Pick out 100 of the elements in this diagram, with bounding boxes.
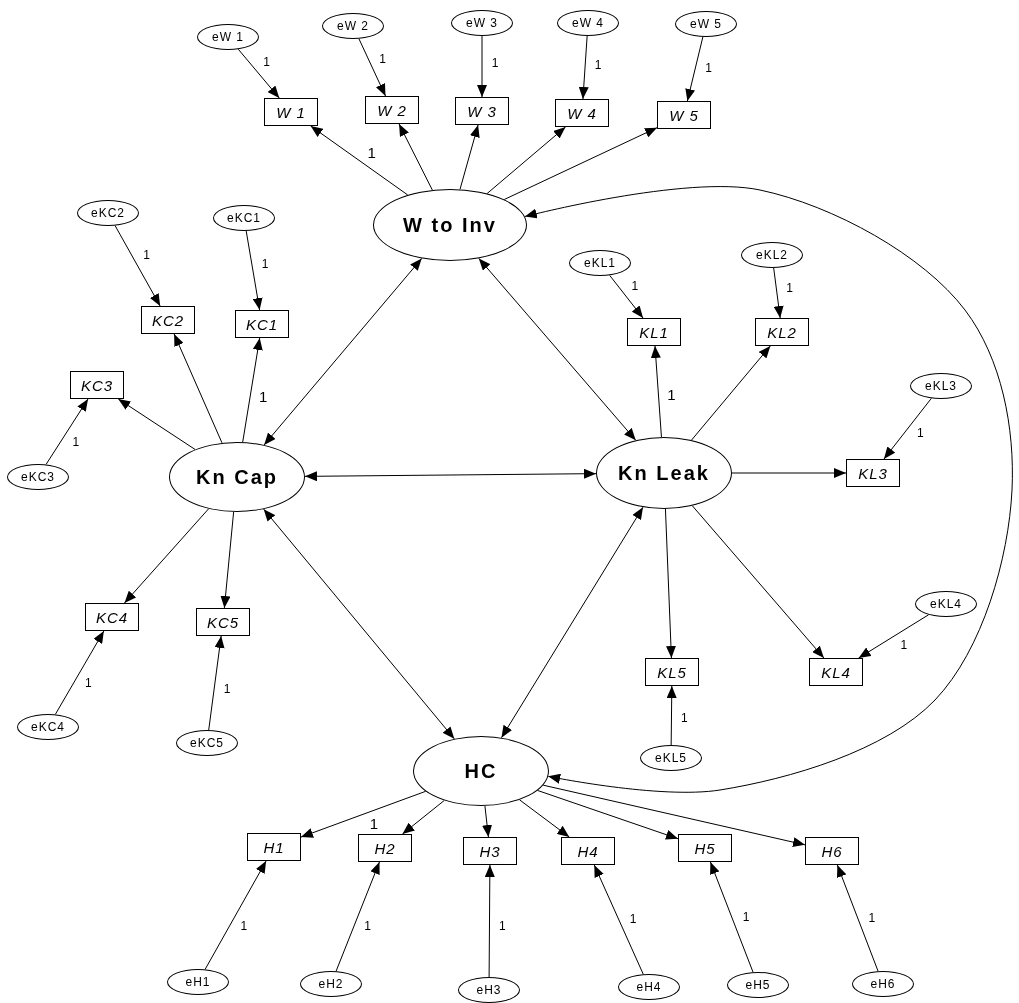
error-term-ellipse: eW 5: [675, 11, 737, 37]
path-arrow: [310, 125, 409, 196]
observed-variable-box: KL5: [645, 658, 699, 686]
error-term-ellipse: eKL3: [910, 373, 972, 399]
path-arrow: [242, 337, 263, 443]
path-arrow: [208, 635, 225, 731]
error-term-ellipse: eKL4: [915, 591, 977, 617]
path-arrow: [609, 274, 644, 319]
path-arrow: [836, 864, 879, 972]
observed-variable-box: W 1: [264, 98, 318, 126]
covariance-arrow: [478, 257, 637, 441]
path-arrow: [858, 614, 930, 659]
observed-variable-box: KC5: [196, 608, 250, 636]
latent-variable-ellipse: W to Inv: [373, 189, 527, 261]
edge-label: 1: [222, 682, 232, 696]
path-arrow: [650, 345, 662, 438]
path-arrow: [503, 127, 658, 200]
observed-variable-box: KC1: [235, 310, 289, 338]
path-arrow: [477, 35, 487, 98]
error-term-ellipse: eH5: [727, 972, 789, 998]
error-term-ellipse: eKL5: [640, 745, 702, 771]
path-arrow: [731, 468, 847, 478]
error-term-ellipse: eH6: [852, 971, 914, 997]
path-arrow: [685, 36, 704, 102]
path-arrow: [578, 35, 589, 100]
edge-label: 1: [84, 676, 93, 690]
path-arrow: [54, 630, 105, 715]
path-arrow: [691, 345, 771, 441]
path-arrow: [124, 508, 210, 604]
error-term-ellipse: eH1: [167, 969, 229, 995]
path-arrow: [114, 225, 161, 307]
observed-variable-box: KC4: [85, 603, 139, 631]
error-term-ellipse: eW 3: [451, 10, 513, 36]
path-arrow: [300, 790, 427, 838]
observed-variable-box: KL3: [846, 459, 900, 487]
error-term-ellipse: eKC2: [77, 200, 139, 226]
covariance-arrow: [263, 508, 455, 740]
observed-variable-box: KL4: [809, 658, 863, 686]
error-term-ellipse: eKC1: [213, 205, 275, 231]
edge-label: 1: [490, 56, 500, 70]
path-arrow: [773, 267, 784, 319]
edge-label: 1: [378, 52, 387, 66]
observed-variable-box: W 5: [657, 101, 711, 129]
observed-variable-box: KL1: [627, 318, 681, 346]
path-arrow: [484, 864, 495, 978]
path-arrow: [117, 398, 196, 450]
path-arrow: [666, 685, 677, 746]
path-arrow: [486, 126, 566, 194]
covariance-arrow: [263, 258, 423, 446]
observed-variable-box: KL2: [755, 318, 809, 346]
path-arrow: [664, 508, 676, 659]
observed-variable-box: KC2: [141, 306, 195, 334]
path-arrow: [358, 38, 386, 97]
observed-variable-box: H1: [247, 833, 301, 861]
error-term-ellipse: eW 2: [322, 13, 384, 39]
path-arrow: [459, 124, 480, 190]
error-term-ellipse: eKC5: [176, 730, 238, 756]
error-term-ellipse: eH2: [300, 971, 362, 997]
error-term-ellipse: eKL1: [569, 250, 631, 276]
path-arrow: [220, 511, 235, 609]
path-arrow: [45, 398, 89, 465]
latent-variable-ellipse: Kn Leak: [596, 437, 732, 509]
path-arrow: [237, 48, 280, 99]
error-term-ellipse: eW 1: [197, 24, 259, 50]
path-arrow: [204, 860, 267, 970]
path-arrow: [401, 799, 445, 835]
error-term-ellipse: eH3: [458, 977, 520, 1003]
observed-variable-box: H3: [463, 837, 517, 865]
observed-variable-box: W 2: [365, 96, 419, 124]
error-term-ellipse: eKL2: [741, 242, 803, 268]
covariance-arrow: [524, 186, 1013, 793]
path-arrow: [482, 805, 493, 838]
path-arrow: [537, 789, 679, 840]
observed-variable-box: H2: [358, 834, 412, 862]
latent-variable-ellipse: Kn Cap: [169, 442, 305, 512]
edge-label: 1: [899, 638, 909, 652]
observed-variable-box: H4: [561, 837, 615, 865]
observed-variable-box: H5: [678, 834, 732, 862]
observed-variable-box: W 3: [455, 97, 509, 125]
path-arrow: [245, 230, 263, 311]
path-arrow: [883, 397, 932, 460]
latent-variable-ellipse: HC: [413, 736, 549, 806]
error-term-ellipse: eH4: [618, 974, 680, 1000]
path-arrow: [593, 864, 644, 975]
path-arrow: [691, 505, 825, 659]
observed-variable-box: W 4: [555, 99, 609, 127]
edge-label: 1: [593, 58, 603, 72]
covariance-arrow: [304, 468, 597, 482]
path-arrow: [709, 861, 754, 973]
error-term-ellipse: eKC4: [17, 714, 79, 740]
path-arrow: [398, 123, 433, 191]
path-arrow: [542, 784, 806, 848]
path-arrow: [519, 799, 570, 838]
edge-label: 1: [71, 435, 81, 449]
error-term-ellipse: eKC3: [7, 464, 69, 490]
edge-label: 1: [142, 248, 152, 262]
observed-variable-box: H6: [805, 837, 859, 865]
edge-label: 1: [260, 257, 270, 271]
observed-variable-box: KC3: [70, 371, 124, 399]
path-arrow: [335, 861, 380, 972]
